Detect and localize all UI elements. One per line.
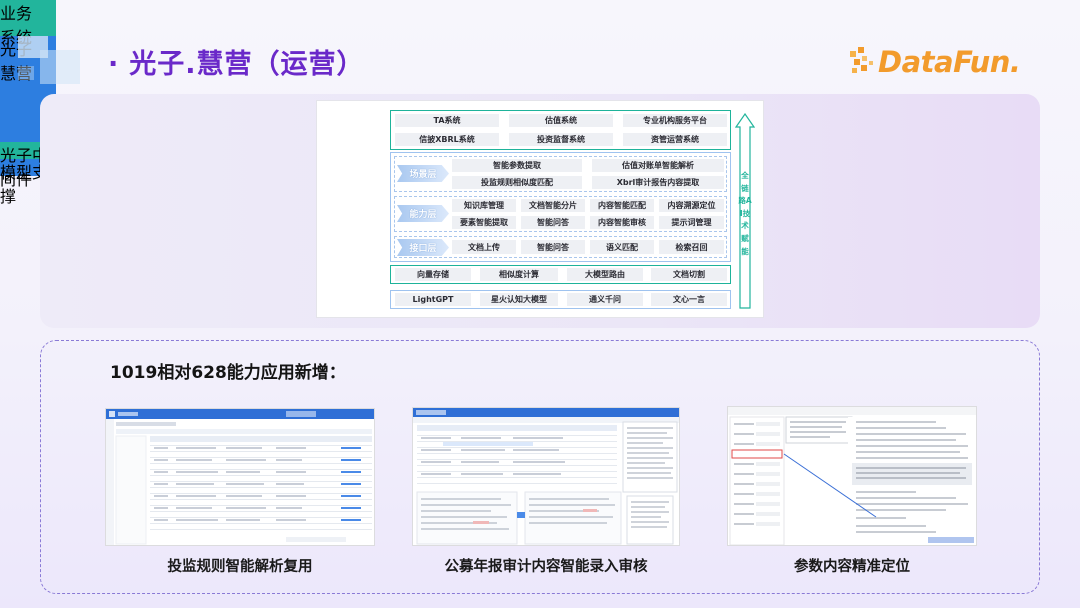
scenario-layer-label: 场景层 xyxy=(409,170,437,180)
scenario-cell: Xbrl审计报告内容提取 xyxy=(592,176,724,189)
capability-cell: 提示词管理 xyxy=(659,216,724,229)
screenshot-caption: 公募年报审计内容智能录入审核 xyxy=(444,559,648,575)
interface-layer-label: 接口层 xyxy=(409,244,437,254)
capability-layer-label: 能力层 xyxy=(409,210,437,220)
up-arrow-icon xyxy=(735,113,755,309)
capability-cell: 要素智能提取 xyxy=(452,216,516,229)
model-cell: 星火认知大模型 xyxy=(480,293,558,306)
screenshot-caption: 参数内容精准定位 xyxy=(794,559,910,575)
datafun-logo-icon xyxy=(850,47,873,73)
interface-layer-box xyxy=(394,236,727,258)
capability-cell: 内容溯源定位 xyxy=(659,199,724,212)
model-cell: 通义千问 xyxy=(567,293,643,306)
logo-text: DataFun. xyxy=(878,45,1021,79)
middleware-cell: 相似度计算 xyxy=(480,268,558,281)
scenario-cell: 估值对账单智能解析 xyxy=(592,159,724,172)
business-cell: 信披XBRL系统 xyxy=(395,133,499,146)
middleware-cell: 文档切割 xyxy=(651,268,727,281)
interface-cell: 智能问答 xyxy=(521,240,585,254)
model-cell: LightGPT xyxy=(395,293,471,306)
interface-layer-tag: 接口层 xyxy=(397,239,449,256)
scenario-cell: 投监规则相似度匹配 xyxy=(452,176,582,189)
business-cell: 投资监督系统 xyxy=(509,133,613,146)
business-cell: 资管运营系统 xyxy=(623,133,727,146)
page-title: · 光子.慧营（运营） xyxy=(108,42,365,81)
guangzi-box xyxy=(390,152,731,262)
screenshot-caption: 投监规则智能解析复用 xyxy=(167,559,313,575)
side-label: 全链路AI技术赋能 xyxy=(738,171,752,256)
new-features-panel xyxy=(40,340,1040,594)
middleware-cell: 大模型路由 xyxy=(567,268,643,281)
model-box xyxy=(390,290,731,309)
screenshot-parameter-locating-image xyxy=(728,407,976,545)
screenshot-rule-parsing-image xyxy=(106,409,374,545)
middleware-box xyxy=(390,265,731,284)
capability-cell: 内容智能匹配 xyxy=(590,199,654,212)
screenshot-rule-parsing xyxy=(105,408,375,546)
scenario-layer-tag: 场景层 xyxy=(397,165,449,182)
capability-cell: 内容智能审核 xyxy=(590,216,654,229)
business-box xyxy=(390,110,731,150)
screenshot-annual-report-audit xyxy=(412,407,680,546)
capability-layer-box xyxy=(394,196,727,232)
capability-layer-tag: 能力层 xyxy=(397,205,449,222)
interface-cell: 文档上传 xyxy=(452,240,516,254)
screenshot-annual-report-audit-image xyxy=(413,408,679,545)
model-cell: 文心一言 xyxy=(651,293,727,306)
screenshot-parameter-locating xyxy=(727,406,977,546)
business-cell: 专业机构服务平台 xyxy=(623,114,727,127)
title-text: 光子.慧营（运营） xyxy=(129,49,365,80)
scenario-layer-box xyxy=(394,156,727,192)
title-bullet: · xyxy=(108,49,120,80)
scenario-cell: 智能参数提取 xyxy=(452,159,582,172)
middleware-cell: 向量存储 xyxy=(395,268,471,281)
capability-cell: 知识库管理 xyxy=(452,199,516,212)
interface-cell: 检索召回 xyxy=(659,240,724,254)
capability-cell: 文档智能分片 xyxy=(521,199,585,212)
business-label: 业务 系统 xyxy=(0,0,56,47)
datafun-logo: DataFun. xyxy=(850,40,1040,84)
interface-cell: 语义匹配 xyxy=(590,240,654,254)
new-features-title: 1019相对628能力应用新增： xyxy=(110,363,346,383)
capability-cell: 智能问答 xyxy=(521,216,585,229)
business-cell: 估值系统 xyxy=(509,114,613,127)
business-cell: TA系统 xyxy=(395,114,499,127)
